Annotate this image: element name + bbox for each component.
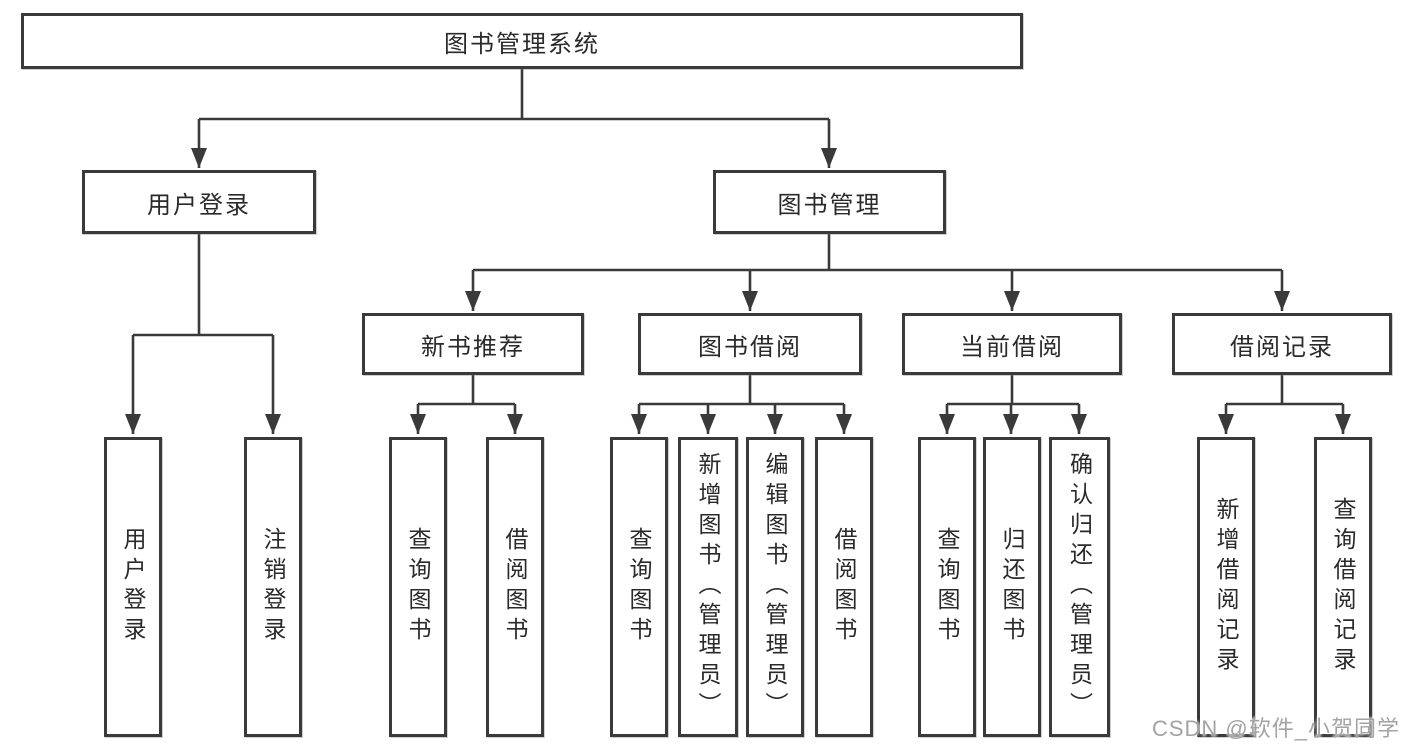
node-book-management-branch: 图书管理 [713,170,946,234]
leaf-add-books-admin: 新增图书（管理员） [678,437,738,737]
node-library-system: 图书管理系统 [21,13,1023,69]
node-current-borrowing: 当前借阅 [902,313,1122,375]
leaf-return-books: 归还图书 [983,437,1041,737]
node-book-borrowing: 图书借阅 [638,313,862,375]
leaf-query-books-borrow: 查询图书 [610,437,668,737]
node-user-login-branch: 用户登录 [82,170,316,234]
csdn-watermark: CSDN @软件_小贺同学 [1151,716,1400,741]
leaf-borrow-books-recommend: 借阅图书 [486,437,544,737]
leaf-query-books-recommend: 查询图书 [389,437,447,737]
node-new-book-recommend: 新书推荐 [362,313,584,375]
leaf-query-books-current: 查询图书 [918,437,976,737]
node-borrowing-records: 借阅记录 [1172,313,1392,375]
leaf-confirm-return-admin: 确认归还（管理员） [1049,437,1110,737]
leaf-logout: 注销登录 [244,437,302,737]
leaf-borrow-books: 借阅图书 [815,437,873,737]
leaf-edit-books-admin: 编辑图书（管理员） [746,437,804,737]
leaf-user-login: 用户登录 [104,437,162,737]
leaf-add-borrow-record: 新增借阅记录 [1197,437,1255,737]
leaf-query-borrow-record: 查询借阅记录 [1314,437,1372,737]
